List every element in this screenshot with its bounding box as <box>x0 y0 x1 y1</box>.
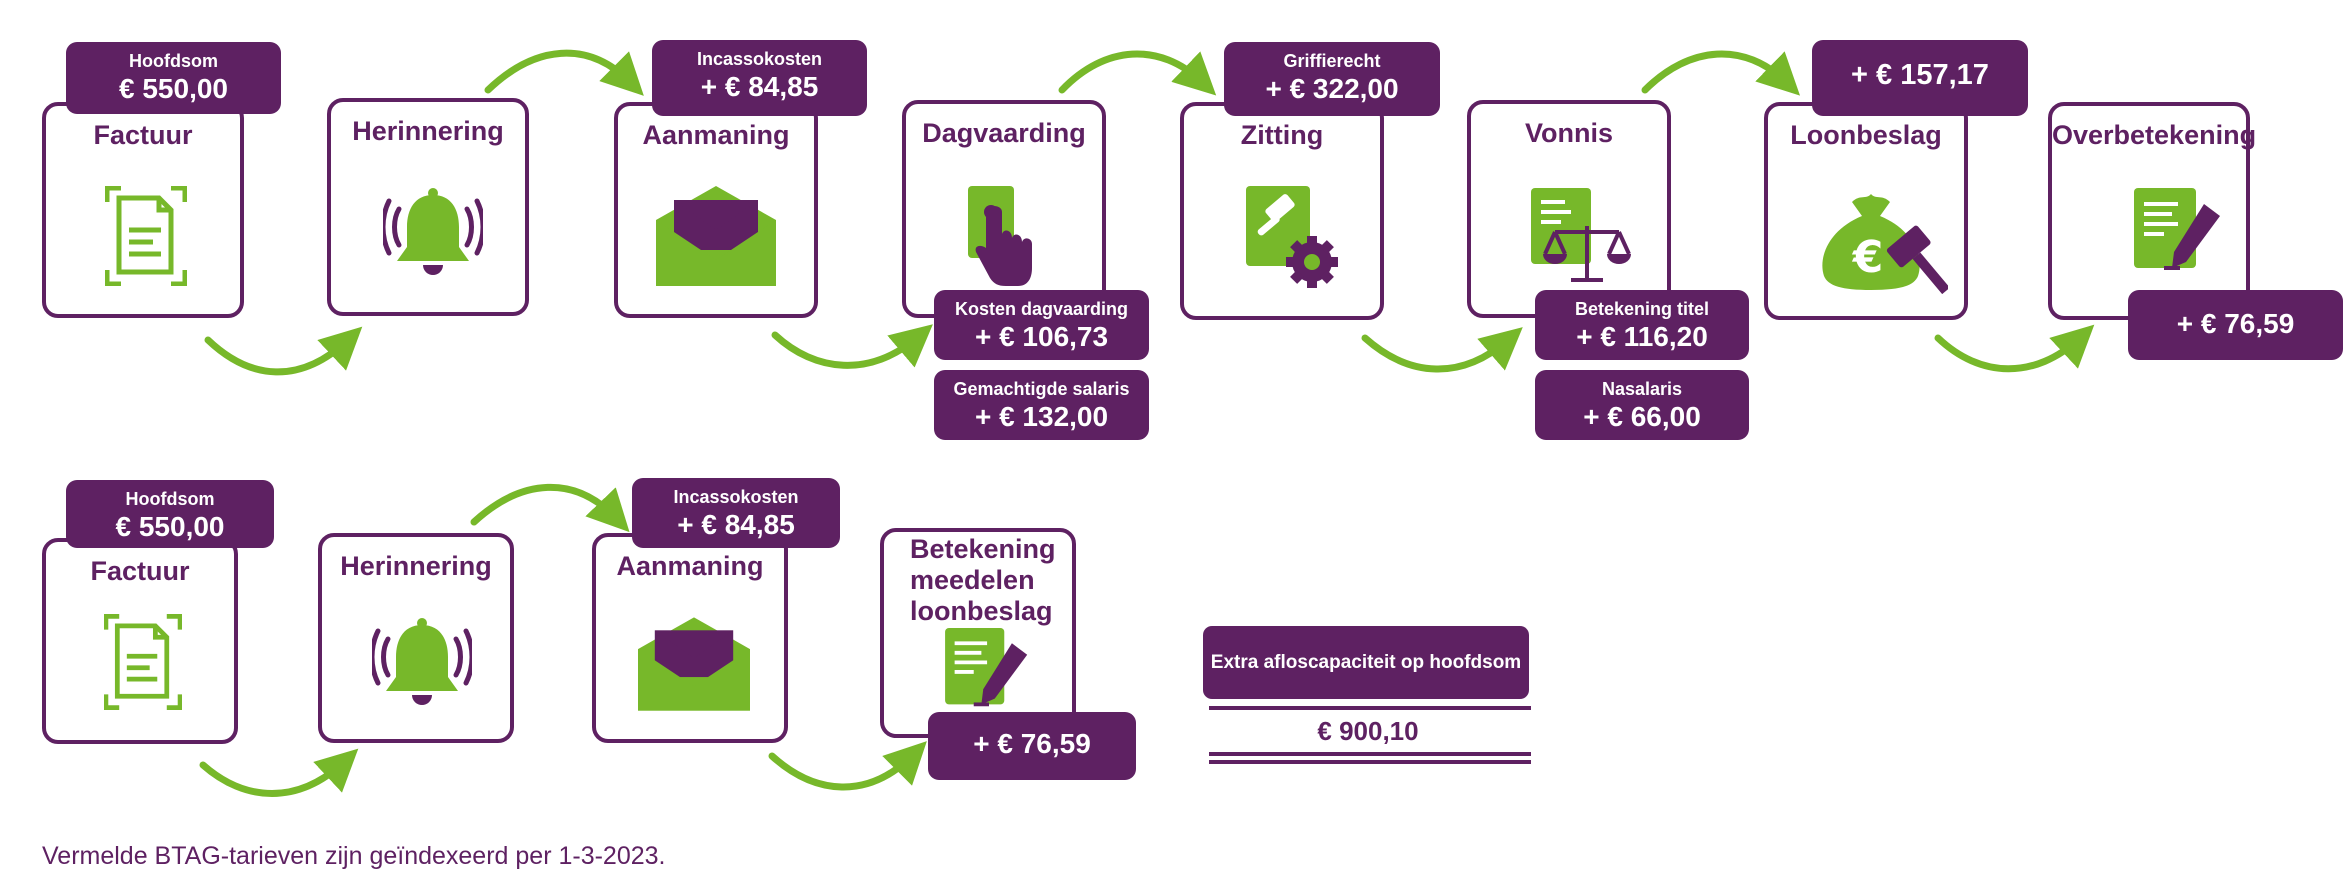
summary-title: Extra afloscapaciteit op hoofdsom <box>1203 626 1529 699</box>
badge-griffierecht: Griffierecht + € 322,00 <box>1224 42 1440 116</box>
card-title: Zitting <box>1240 120 1324 150</box>
summary-value: € 900,10 <box>1317 716 1419 746</box>
card-title: Dagvaarding <box>922 118 1086 148</box>
badge-overbetekening: + € 76,59 <box>2128 290 2343 360</box>
bell-icon <box>383 188 483 275</box>
card-title: Betekening meedelen loonbeslag <box>910 534 1056 626</box>
card-title: Overbetekening <box>2052 120 2257 150</box>
arrow2-aanmaning-betekening <box>768 741 927 791</box>
card-loonbeslag: Loonbeslag € <box>1764 102 1968 320</box>
card-vonnis: Vonnis <box>1467 100 1671 318</box>
card-title: Factuur <box>90 556 190 586</box>
arrow-loonbeslag-overbetekening <box>1934 324 2095 373</box>
gavel-gear-icon <box>1246 186 1338 288</box>
card-title: Aanmaning <box>616 551 764 581</box>
document-sign-icon <box>2134 188 2220 270</box>
card-betekening-loonbeslag: Betekening meedelen loonbeslag <box>880 528 1076 738</box>
badge-hoofdsom: Hoofdsom € 550,00 <box>66 42 281 114</box>
card-title: Herinnering <box>352 116 504 146</box>
summary-double-line-2 <box>1209 760 1531 764</box>
arrow-zitting-vonnis <box>1361 327 1523 373</box>
badge-incassokosten: Incassokosten + € 84,85 <box>652 40 867 116</box>
badge-betekening-titel: Betekening titel + € 116,20 <box>1535 290 1749 360</box>
card-factuur: Factuur <box>42 102 244 318</box>
card-aanmaning: Aanmaning <box>614 102 818 318</box>
badge-hoofdsom-2: Hoofdsom € 550,00 <box>66 480 274 548</box>
arrow-vonnis-loonbeslag <box>1641 50 1801 96</box>
invoice-icon <box>104 614 182 710</box>
card-zitting: Zitting <box>1180 102 1384 320</box>
document-sign-icon <box>945 628 1028 707</box>
card-dagvaarding: Dagvaarding <box>902 100 1106 318</box>
card-title: Loonbeslag <box>1790 120 1942 150</box>
card-factuur-2: Factuur <box>42 538 238 744</box>
invoice-icon <box>105 186 187 286</box>
card-aanmaning-2: Aanmaning <box>592 533 788 743</box>
doorbell-press-icon <box>968 186 1032 286</box>
card-overbetekening: Overbetekening <box>2048 102 2257 320</box>
envelope-icon <box>656 186 776 286</box>
bell-icon <box>372 618 472 705</box>
badge-nasalaris: Nasalaris + € 66,00 <box>1535 370 1749 440</box>
card-title: Vonnis <box>1524 118 1613 148</box>
badge-betekening-loonbeslag: + € 76,59 <box>928 712 1136 780</box>
money-bag-gavel-icon: € <box>1822 194 1948 294</box>
arrow-factuur-herinnering <box>204 326 363 376</box>
summary-double-line-1 <box>1209 752 1531 756</box>
card-herinnering-2: Herinnering <box>318 533 514 743</box>
card-herinnering: Herinnering <box>327 98 529 316</box>
card-title: Factuur <box>93 120 193 150</box>
envelope-icon <box>638 617 750 711</box>
card-title: Herinnering <box>340 551 492 581</box>
arrow2-factuur-herinnering <box>199 748 359 797</box>
arrow-dagvaarding-zitting <box>1058 50 1217 96</box>
card-title: Aanmaning <box>642 120 790 150</box>
badge-gemachtigde-salaris: Gemachtigde salaris + € 132,00 <box>934 370 1149 440</box>
arrow-herinnering-aanmaning <box>484 49 644 96</box>
badge-kosten-dagvaarding: Kosten dagvaarding + € 106,73 <box>934 290 1149 360</box>
arrow-aanmaning-dagvaarding <box>771 324 933 369</box>
scales-document-icon <box>1531 188 1631 282</box>
arrow2-herinnering-aanmaning <box>470 483 630 533</box>
badge-loonbeslag: + € 157,17 <box>1812 40 2028 116</box>
badge-incassokosten-2: Incassokosten + € 84,85 <box>632 478 840 548</box>
summary-top-line <box>1209 706 1531 710</box>
svg-text:€: € <box>1852 232 1884 283</box>
footnote: Vermelde BTAG-tarieven zijn geïndexeerd … <box>42 842 666 870</box>
